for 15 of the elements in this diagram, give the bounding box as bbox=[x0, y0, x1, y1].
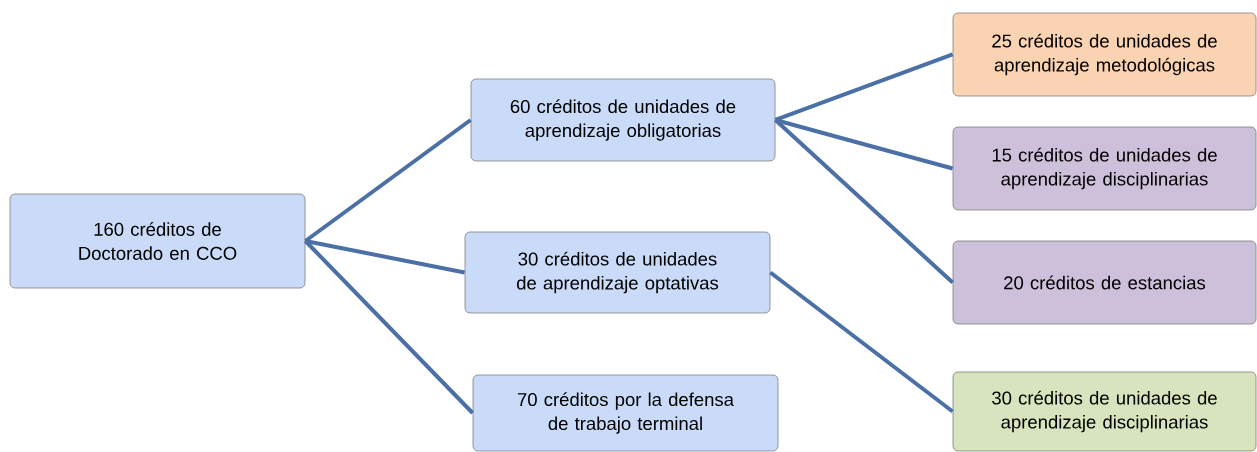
connector-line bbox=[303, 239, 475, 415]
connector-line bbox=[774, 118, 954, 171]
text-box: 60 créditos de unidades de aprendizaje obligatorias bbox=[470, 78, 776, 162]
connector-line bbox=[774, 52, 954, 122]
text-box: 20 créditos de estancias bbox=[952, 240, 1257, 325]
connector-line bbox=[774, 118, 954, 284]
text-box: 70 créditos por la defensa de trabajo terminal bbox=[472, 374, 779, 452]
text-box: 15 créditos de unidades de aprendizaje disciplinarias bbox=[952, 126, 1257, 211]
text-box: 30 créditos de unidades de aprendizaje disciplinarias bbox=[952, 371, 1257, 452]
text-box: 160 créditos de Doctorado en CCO bbox=[9, 193, 306, 289]
text-box: 30 créditos de unidades de aprendizaje optativas bbox=[464, 231, 771, 314]
connector-line bbox=[769, 270, 954, 414]
connector-line bbox=[305, 239, 465, 275]
text-box: 25 créditos de unidades de aprendizaje metodológicas bbox=[952, 12, 1257, 97]
connector-line bbox=[304, 118, 472, 243]
